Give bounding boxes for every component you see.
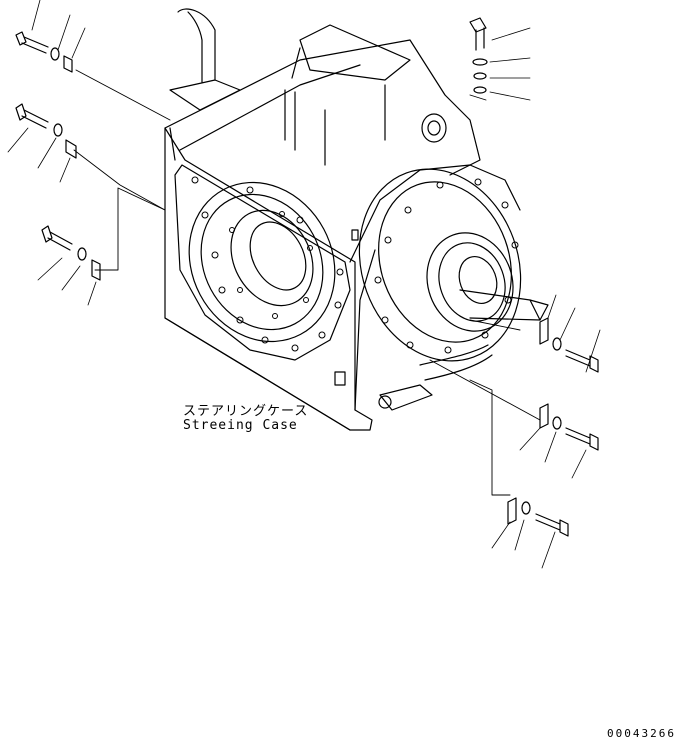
washer [473, 86, 487, 94]
part-label-japanese: ステアリングケース [183, 404, 309, 419]
bolt [565, 349, 599, 373]
washer [473, 72, 487, 80]
clamp [507, 497, 517, 525]
fastener-set-right-2 [519, 403, 599, 479]
steering-case-housing [164, 8, 549, 431]
bolt [15, 31, 49, 54]
washer [53, 123, 63, 137]
bolt [41, 225, 73, 251]
bolt [565, 427, 599, 451]
clamp [539, 403, 549, 429]
bolt [535, 513, 569, 537]
fastener-set-right-1 [539, 294, 601, 373]
washer [50, 47, 60, 61]
fastener-set-upper-left [15, 0, 86, 73]
clamp [91, 259, 101, 281]
fastener-set-right-3 [491, 497, 569, 569]
callout-lines [73, 69, 541, 496]
washer [472, 58, 488, 66]
fastener-set-upper-right [469, 17, 531, 101]
clamp [63, 55, 73, 73]
clamp [539, 317, 549, 345]
bolt [15, 103, 49, 129]
drawing-number: 00043266 [607, 727, 676, 740]
washer [521, 501, 531, 515]
fastener-set-lower-left [37, 225, 101, 306]
clamp [65, 139, 77, 159]
bolt [469, 17, 487, 51]
fastener-set-mid-left [7, 103, 77, 183]
washer [552, 416, 562, 430]
part-label-english: Streeing Case [183, 418, 298, 433]
washer [77, 247, 87, 261]
washer [552, 337, 562, 351]
